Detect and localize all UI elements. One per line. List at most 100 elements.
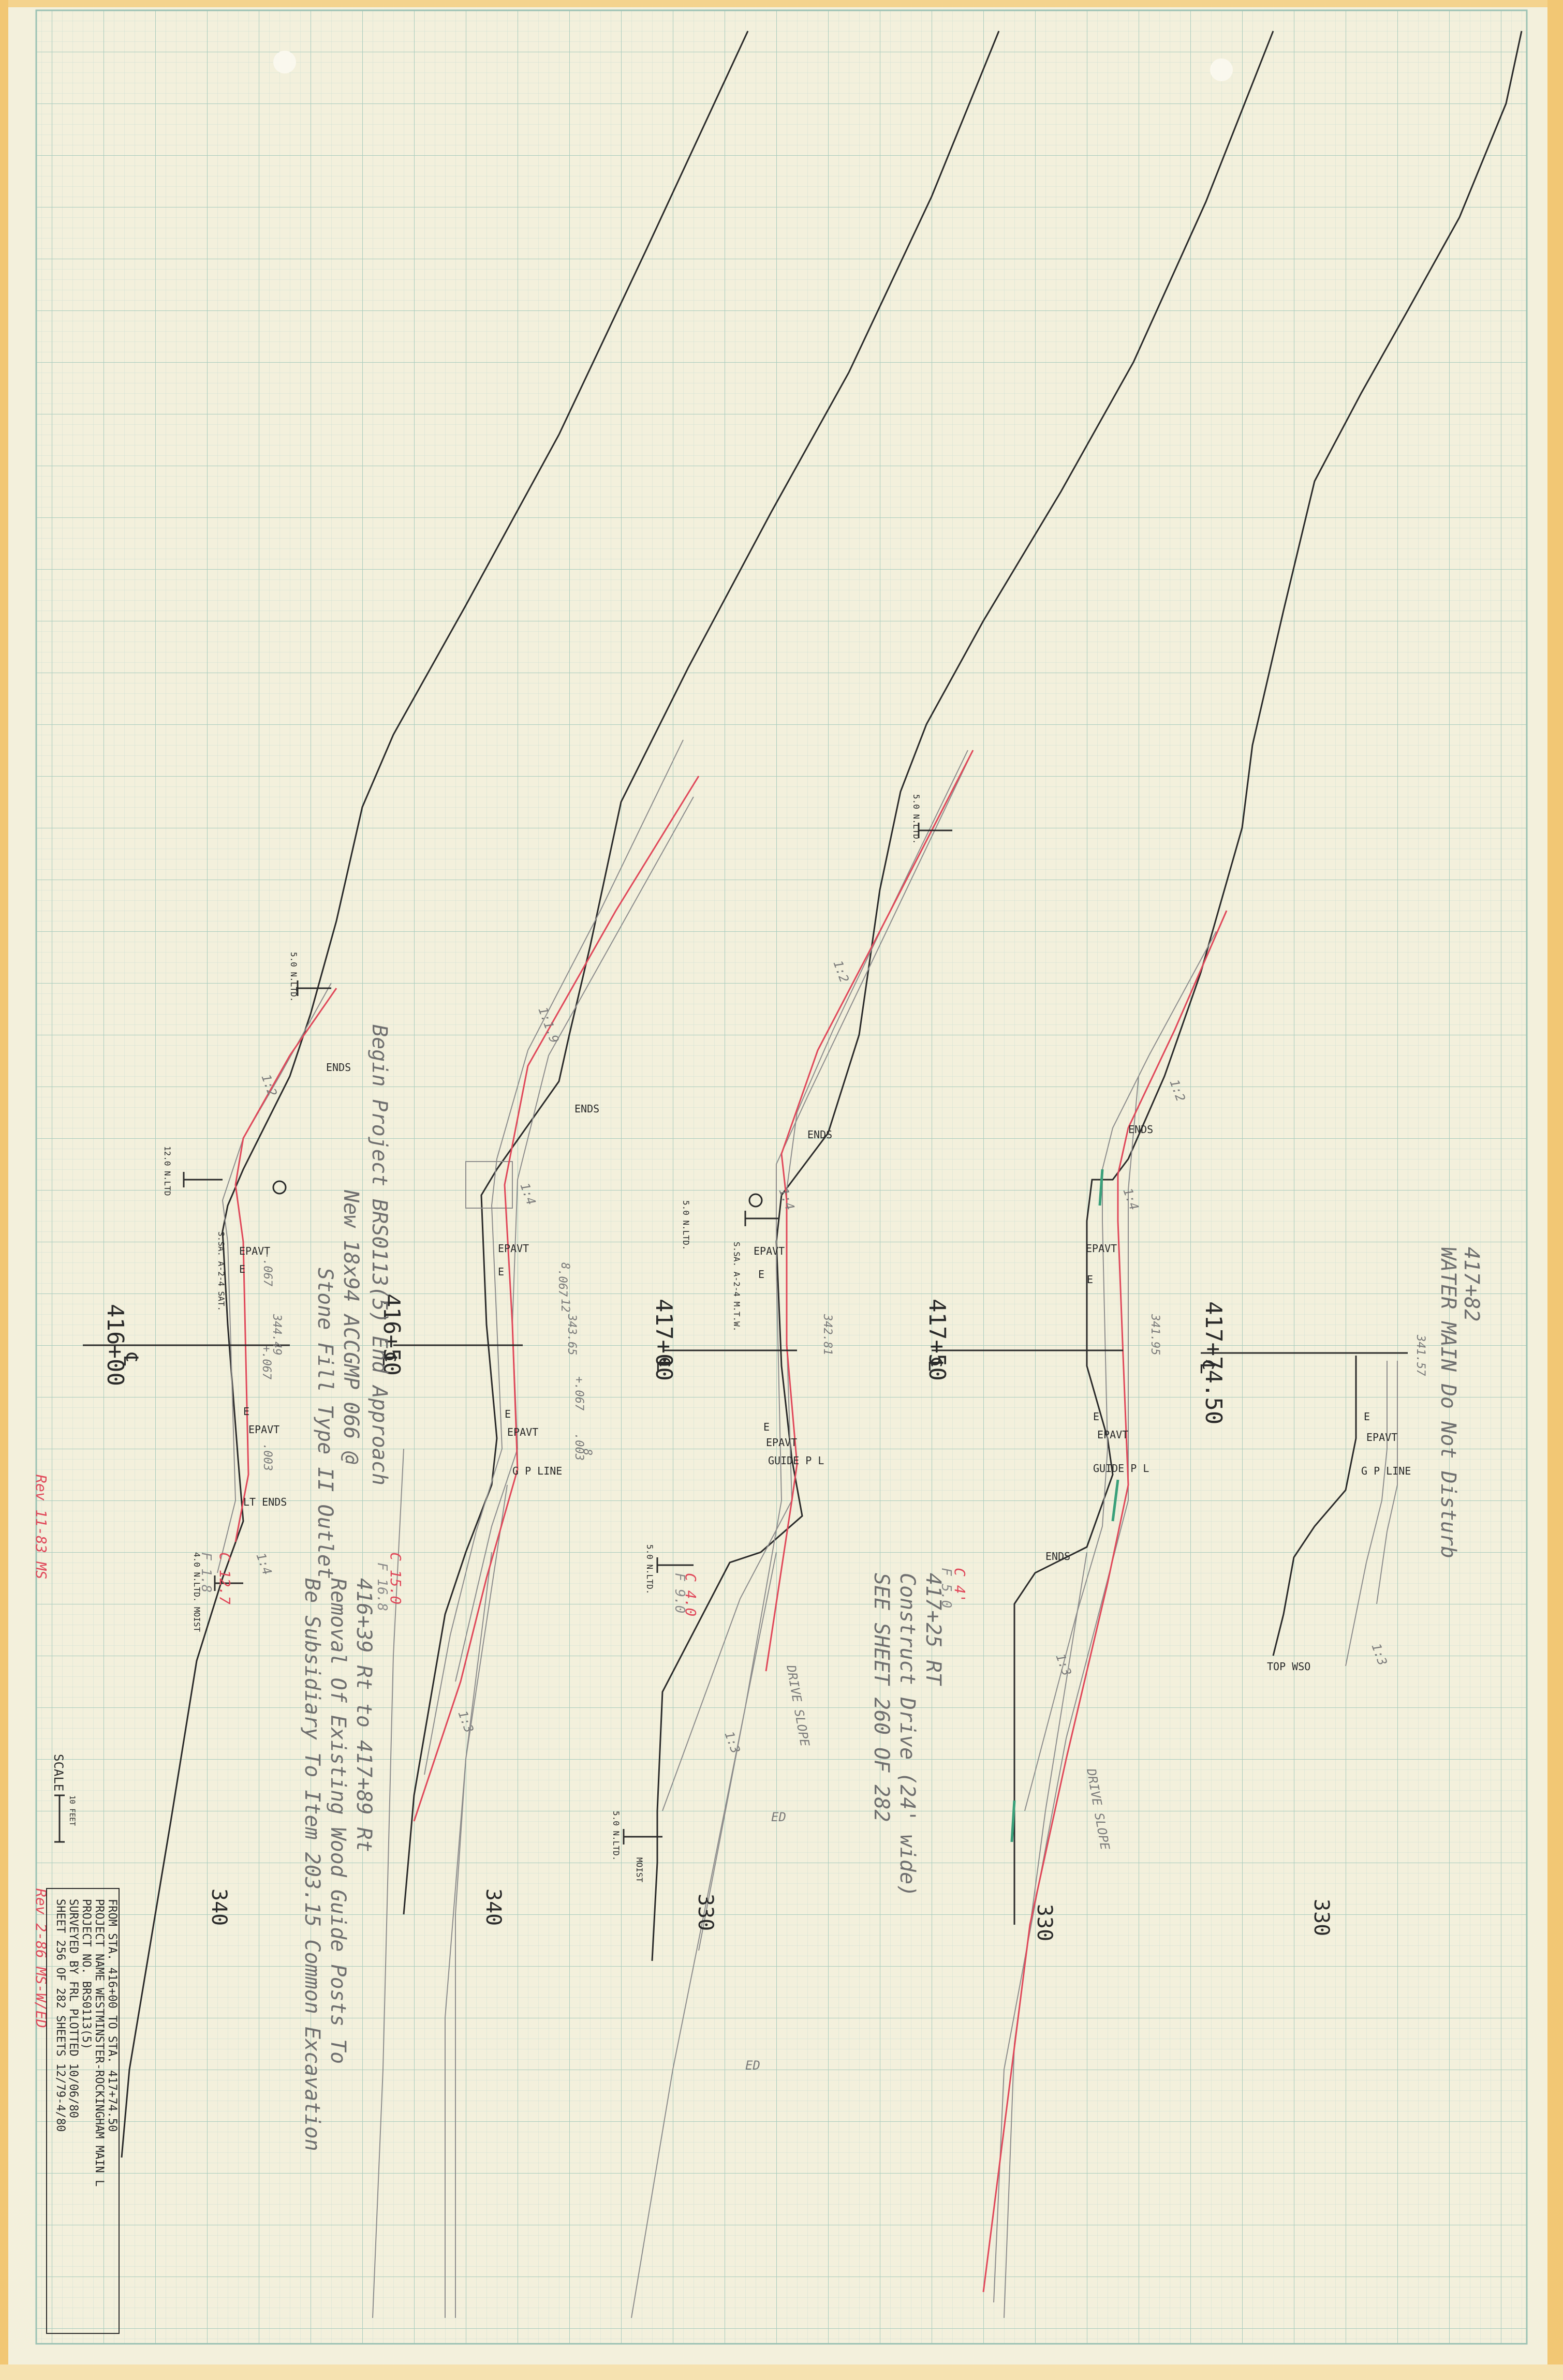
ends-label-3: ENDS bbox=[807, 1128, 832, 1141]
title-line-2: PROJECT NAME WESTMINSTER-ROCKINGHAM MAIN… bbox=[93, 1899, 106, 2186]
grid-area bbox=[35, 9, 1528, 2345]
epavt-label-9: EPAVT bbox=[1366, 1431, 1397, 1444]
epavt-label-6: EPAVT bbox=[507, 1426, 538, 1438]
edge-strip-left bbox=[0, 0, 8, 2380]
boring-label-3: 4.0 N.LTD. MOIST bbox=[192, 1552, 202, 1632]
gp-line-label-2: G P LINE bbox=[1361, 1465, 1411, 1477]
grade-note-2: +.067 bbox=[260, 1345, 273, 1380]
note-drive-1: 417+25 RT bbox=[921, 1573, 945, 1687]
e-label-9: E bbox=[1364, 1410, 1370, 1423]
centerlines bbox=[83, 1344, 1408, 1354]
title-line-4: SURVEYED BY FRL PLOTTED 10/06/80 bbox=[67, 1899, 80, 2118]
title-line-3: PROJECT NO. BRS0113(5) bbox=[80, 1899, 93, 2049]
title-block: FROM STA. 416+00 TO STA. 417+74.50 PROJE… bbox=[46, 1888, 120, 2334]
fill-note-2: F 16.8 bbox=[374, 1563, 390, 1611]
grade-note-4: -.067 bbox=[556, 1262, 569, 1297]
red-margin-note-2: Rev 2-86 MS-W/ED bbox=[33, 1888, 50, 2028]
epavt-label-5: EPAVT bbox=[248, 1423, 279, 1436]
pencil-proposed-lines bbox=[217, 739, 1398, 2318]
edge-strip-top bbox=[0, 0, 1563, 7]
fill-note-1: F 1.8 bbox=[198, 1552, 214, 1593]
note-guide-1: 416+39 Rt to 417+89 Rt bbox=[352, 1578, 376, 1852]
edge-strip-right bbox=[1547, 0, 1563, 2380]
ends-label-4: ENDS bbox=[1128, 1123, 1153, 1136]
scale-label: SCALE bbox=[51, 1754, 66, 1791]
cut-note-1: C 12.7 bbox=[216, 1552, 233, 1604]
e-label-6: E bbox=[505, 1408, 511, 1420]
boring-label-5: 5.0 N.LTD. bbox=[645, 1544, 655, 1594]
ground-line-417-74 bbox=[1272, 1356, 1357, 1656]
note-drive-2: Construct Drive (24' wide) bbox=[895, 1573, 919, 1897]
boring-label-1: 5.0 N.LTD. bbox=[289, 952, 299, 1002]
note-guide-2: Removal Of Existing Wood Guide Posts To bbox=[326, 1578, 350, 2064]
punch-hole-right bbox=[1210, 58, 1233, 81]
epavt-label-1: EPAVT bbox=[239, 1245, 270, 1257]
station-label-3: 417+50 bbox=[924, 1299, 950, 1381]
red-design-lines bbox=[234, 750, 1228, 2293]
note-drive-3: SEE SHEET 260 OF 282 bbox=[869, 1573, 893, 1822]
elevation-label-4: 330 bbox=[1309, 1899, 1333, 1936]
cut-note-4: C 4' bbox=[951, 1568, 968, 1602]
fill-note-3: F 9.0 bbox=[672, 1573, 687, 1613]
elevation-note-5: 341.57 bbox=[1414, 1334, 1427, 1376]
boring-markers bbox=[183, 823, 952, 1844]
ground-line-417-00 bbox=[651, 31, 1274, 1961]
epavt-label-4: EPAVT bbox=[1086, 1242, 1117, 1255]
svg-text:℄: ℄ bbox=[653, 1358, 675, 1371]
punch-hole-left bbox=[273, 51, 296, 73]
boring-label-7: 5.0 N.LTD. bbox=[681, 1200, 691, 1250]
e-label-7: E bbox=[763, 1421, 770, 1433]
boring-label-2: 12.0 N.LTD bbox=[163, 1146, 172, 1196]
svg-text:℄: ℄ bbox=[120, 1352, 142, 1366]
centerline-symbols: ℄ ℄ ℄ ℄ ℄ bbox=[120, 1352, 1219, 1374]
elevation-label-2: 330 bbox=[694, 1894, 717, 1931]
drain-symbol-1 bbox=[272, 1180, 287, 1195]
guide-pl-label-1: GUIDE P L bbox=[768, 1454, 824, 1467]
note-new-pipe: New 18x94 ACCGMP 066 @ bbox=[339, 1189, 363, 1464]
e-label-5: E bbox=[243, 1405, 249, 1418]
svg-text:℄: ℄ bbox=[378, 1352, 401, 1366]
elevation-note-1: 344.49 bbox=[270, 1314, 283, 1355]
grade-note-3: .003 bbox=[261, 1444, 274, 1471]
scale-value: 10 FEET bbox=[68, 1795, 76, 1826]
note-stone-fill: Stone Fill Type II Outlet bbox=[313, 1268, 337, 1579]
cut-note-2: C 15.0 bbox=[387, 1552, 404, 1604]
ground-line-417-50 bbox=[1013, 31, 1523, 1925]
note-water-main-2: WATER MAIN Do Not Disturb bbox=[1436, 1247, 1460, 1558]
moist-label: MOIST bbox=[635, 1857, 644, 1883]
ed-label-2: ED bbox=[745, 2058, 760, 2073]
svg-text:℄: ℄ bbox=[924, 1358, 947, 1371]
existing-ground-lines bbox=[121, 31, 1523, 2158]
cut-note-3: C 4.0 bbox=[682, 1573, 699, 1616]
fill-note-4: F 5.0 bbox=[938, 1568, 954, 1608]
elevation-label-3: 330 bbox=[1033, 1904, 1056, 1941]
svg-text:℄: ℄ bbox=[1196, 1360, 1219, 1374]
station-label-4: 417+74.50 bbox=[1200, 1301, 1227, 1424]
grade-note-6: .003 bbox=[572, 1433, 585, 1461]
lt-ends-label: LT ENDS bbox=[243, 1496, 287, 1508]
ground-line-416-50 bbox=[403, 31, 1000, 1915]
station-label-1: 416+50 bbox=[378, 1293, 405, 1376]
note-water-main-1: 417+82 bbox=[1459, 1247, 1483, 1322]
station-label-0: 416+00 bbox=[102, 1304, 128, 1386]
eight-note-2: 8 bbox=[581, 1449, 594, 1455]
boring-label-6: 5.0 N.LTD. bbox=[611, 1811, 621, 1861]
e-label-8: E bbox=[1093, 1410, 1099, 1423]
red-margin-note-1: Rev 11-83 MS bbox=[33, 1475, 50, 1579]
e-label-2: E bbox=[498, 1266, 504, 1278]
note-guide-3: Be Subsidiary To Item 203.15 Common Exca… bbox=[300, 1578, 324, 2151]
e-label-4: E bbox=[1087, 1273, 1093, 1286]
note-begin-project: Begin Project BRS0113(5) End Approach bbox=[367, 1024, 391, 1485]
title-line-5: SHEET 256 OF 282 SHEETS 12/79-4/80 bbox=[54, 1899, 67, 2132]
soil-label-2: S.SA. A-2-4 M.T.W. bbox=[732, 1242, 742, 1331]
grade-note-5: +.067 bbox=[572, 1376, 585, 1411]
station-label-2: 417+00 bbox=[651, 1299, 677, 1381]
edge-strip-bottom bbox=[0, 2364, 1563, 2380]
top-wso-label: TOP WSO bbox=[1267, 1660, 1310, 1673]
epavt-label-7: EPAVT bbox=[766, 1436, 797, 1449]
elevation-note-2: 343.65 bbox=[565, 1314, 578, 1355]
e-label-3: E bbox=[758, 1268, 764, 1281]
elevation-label-1: 340 bbox=[481, 1888, 505, 1926]
green-pencil-marks bbox=[1010, 1169, 1119, 1842]
